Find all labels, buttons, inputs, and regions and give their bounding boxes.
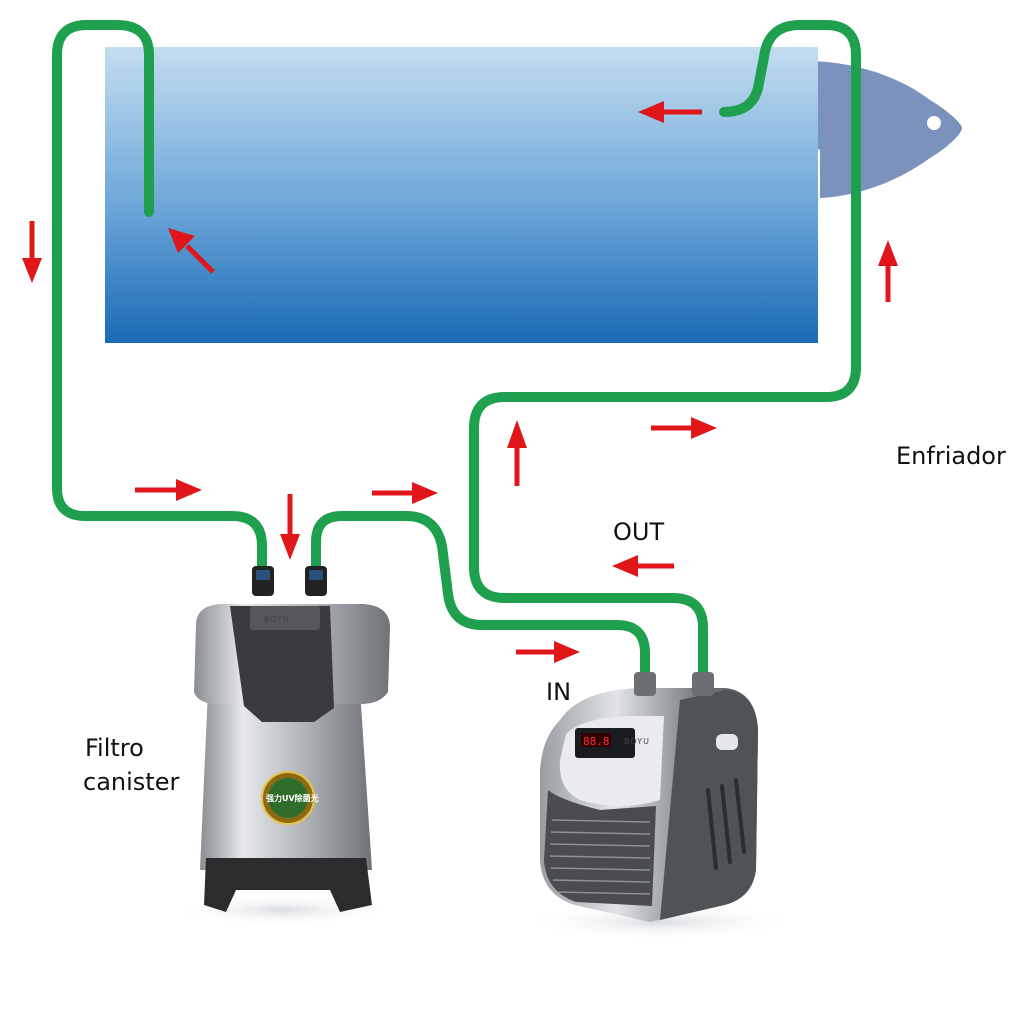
filter-to-chiller-hose xyxy=(311,511,650,685)
arrow-icon xyxy=(516,641,580,663)
chiller-return-hose xyxy=(469,20,861,685)
hoses xyxy=(52,20,861,685)
filter-brand-mark: BOYU xyxy=(264,615,290,624)
filter-label-line1: Filtro xyxy=(85,734,144,762)
water-chiller: 88.8 BOYU xyxy=(520,672,800,940)
arrow-icon xyxy=(280,494,300,560)
arrow-icon xyxy=(651,417,717,439)
arrow-icon xyxy=(372,482,438,504)
flow-arrows xyxy=(22,101,898,663)
arrow-icon xyxy=(612,555,674,577)
chiller-label: Enfriador xyxy=(896,442,1006,470)
arrow-icon xyxy=(168,228,215,274)
chiller-display: 88.8 xyxy=(583,735,610,748)
in-label: IN xyxy=(546,678,572,706)
filter-uv-badge: 强力UV除菌光 xyxy=(266,793,319,803)
arrow-icon xyxy=(22,221,42,283)
canister-filter: BOYU 强力UV除菌光 xyxy=(172,566,392,926)
out-label: OUT xyxy=(613,518,665,546)
arrow-icon xyxy=(135,479,202,501)
filter-label-line2: canister xyxy=(83,768,180,796)
arrow-icon xyxy=(507,420,527,486)
arrow-icon xyxy=(638,101,702,123)
filter-intake-hose xyxy=(52,20,267,573)
aquarium-tank xyxy=(105,47,818,343)
chiller-brand-mark: BOYU xyxy=(624,737,650,746)
arrow-icon xyxy=(878,240,898,302)
